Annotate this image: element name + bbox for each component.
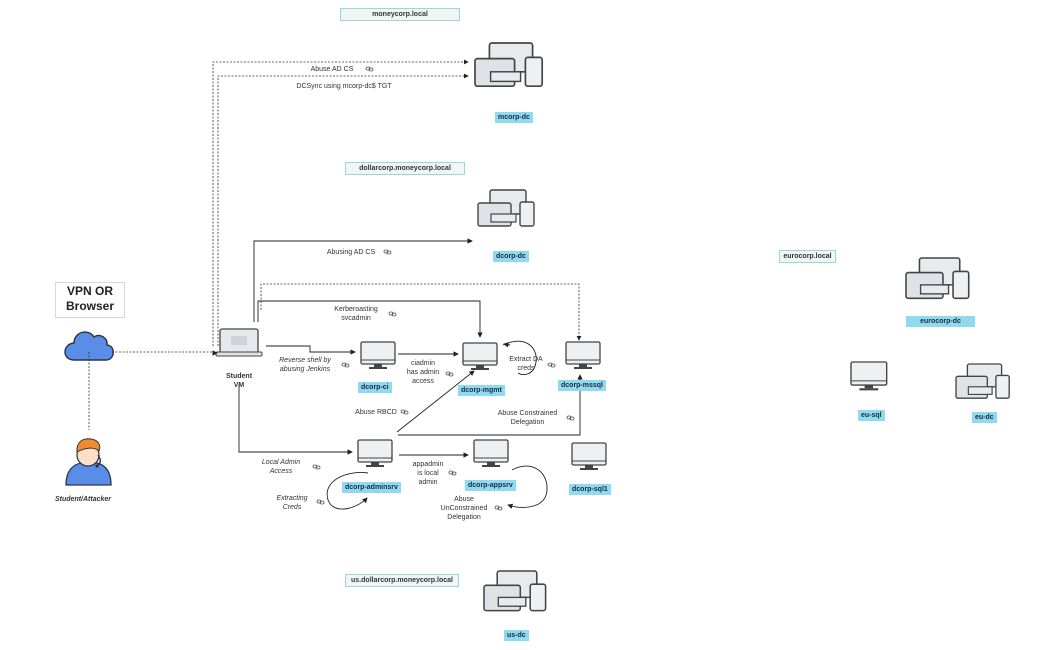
dcorp-dc-icon xyxy=(477,189,535,227)
domain-label-moneycorp: moneycorp.local xyxy=(340,8,460,21)
link-icon xyxy=(365,66,374,72)
dcorp-sql1-icon xyxy=(571,442,607,471)
host-label-dcorp-ci: dcorp-ci xyxy=(358,382,392,393)
domain-label-us-dollarcorp: us.dollarcorp.moneycorp.local xyxy=(345,574,459,587)
edge-label-abuse-unconstrained-delegation: Abuse UnConstrained Delegation xyxy=(440,496,488,521)
link-icon xyxy=(383,249,392,255)
link-icon xyxy=(494,505,503,511)
eu-dc-icon xyxy=(955,363,1010,399)
student-vm-label: Student VM xyxy=(225,373,253,389)
dcorp-mssql-icon xyxy=(565,341,601,370)
host-label-dcorp-adminsrv: dcorp-adminsrv xyxy=(342,482,401,493)
dcorp-ci-icon xyxy=(360,341,396,370)
edge-label-appadmin: appadmin is local admin xyxy=(412,461,444,486)
edge-label-reverse-shell: Reverse shell by abusing Jenkins xyxy=(279,357,331,373)
edge-label-abuse-constrained-delegation: Abuse Constrained Delegation xyxy=(497,410,558,426)
link-icon xyxy=(316,499,325,505)
mcorp-dc-icon xyxy=(474,42,544,88)
edge-label-ciadmin: ciadmin has admin access xyxy=(406,360,440,385)
host-label-dcorp-sql1: dcorp-sql1 xyxy=(569,484,611,495)
dcorp-mgmt-icon xyxy=(462,342,498,371)
edge-label-extract-da-creds: Extract DA creds xyxy=(509,356,543,372)
eu-sql-icon xyxy=(850,361,888,392)
link-icons xyxy=(312,66,575,511)
host-label-dcorp-mgmt: dcorp-mgmt xyxy=(458,385,505,396)
attacker-avatar-icon xyxy=(65,438,112,486)
student-attacker-label: Student/Attacker xyxy=(55,496,112,503)
host-label-eu-sql: eu-sql xyxy=(858,410,885,421)
dcorp-appsrv-icon xyxy=(473,439,509,468)
link-icon xyxy=(448,470,457,476)
laptop-icon xyxy=(215,328,263,357)
host-label-eurocorp-dc: eurocorp-dc xyxy=(906,316,975,327)
link-icon xyxy=(445,371,454,377)
link-icon xyxy=(566,415,575,421)
host-label-eu-dc: eu-dc xyxy=(972,412,997,423)
edge-label-local-admin-access: Local Admin Access xyxy=(261,459,301,475)
domain-label-dollarcorp: dollarcorp.moneycorp.local xyxy=(345,162,465,175)
edge-label-dcsync: DCSync using mcorp-dc$ TGT xyxy=(296,83,392,90)
edge-label-extracting-creds: Extracting Creds xyxy=(276,495,308,511)
link-icon xyxy=(547,362,556,368)
dcorp-adminsrv-icon xyxy=(357,439,393,468)
edge-label-kerberoasting: Kerberoasting svcadmin xyxy=(334,306,378,322)
host-label-dcorp-appsrv: dcorp-appsrv xyxy=(465,480,516,491)
edge-label-abusing-adcs: Abusing AD CS xyxy=(326,249,376,256)
cloud-icon xyxy=(64,331,114,361)
eurocorp-dc-icon xyxy=(905,257,970,300)
link-icon xyxy=(400,409,409,415)
domain-label-eurocorp: eurocorp.local xyxy=(779,250,836,263)
edge-label-abuse-adcs: Abuse AD CS xyxy=(310,66,354,73)
vpn-or-browser-label: VPN OR Browser xyxy=(55,282,125,318)
host-label-dcorp-mssql: dcorp-mssql xyxy=(558,380,607,391)
link-icon xyxy=(341,362,350,368)
us-dc-icon xyxy=(483,570,547,612)
host-label-us-dc: us-dc xyxy=(504,630,529,641)
host-label-dcorp-dc: dcorp-dc xyxy=(493,251,529,262)
link-icon xyxy=(312,464,321,470)
link-icon xyxy=(388,311,397,317)
host-label-mcorp-dc: mcorp-dc xyxy=(495,112,533,123)
edge-label-abuse-rbcd: Abuse RBCD xyxy=(355,409,397,416)
